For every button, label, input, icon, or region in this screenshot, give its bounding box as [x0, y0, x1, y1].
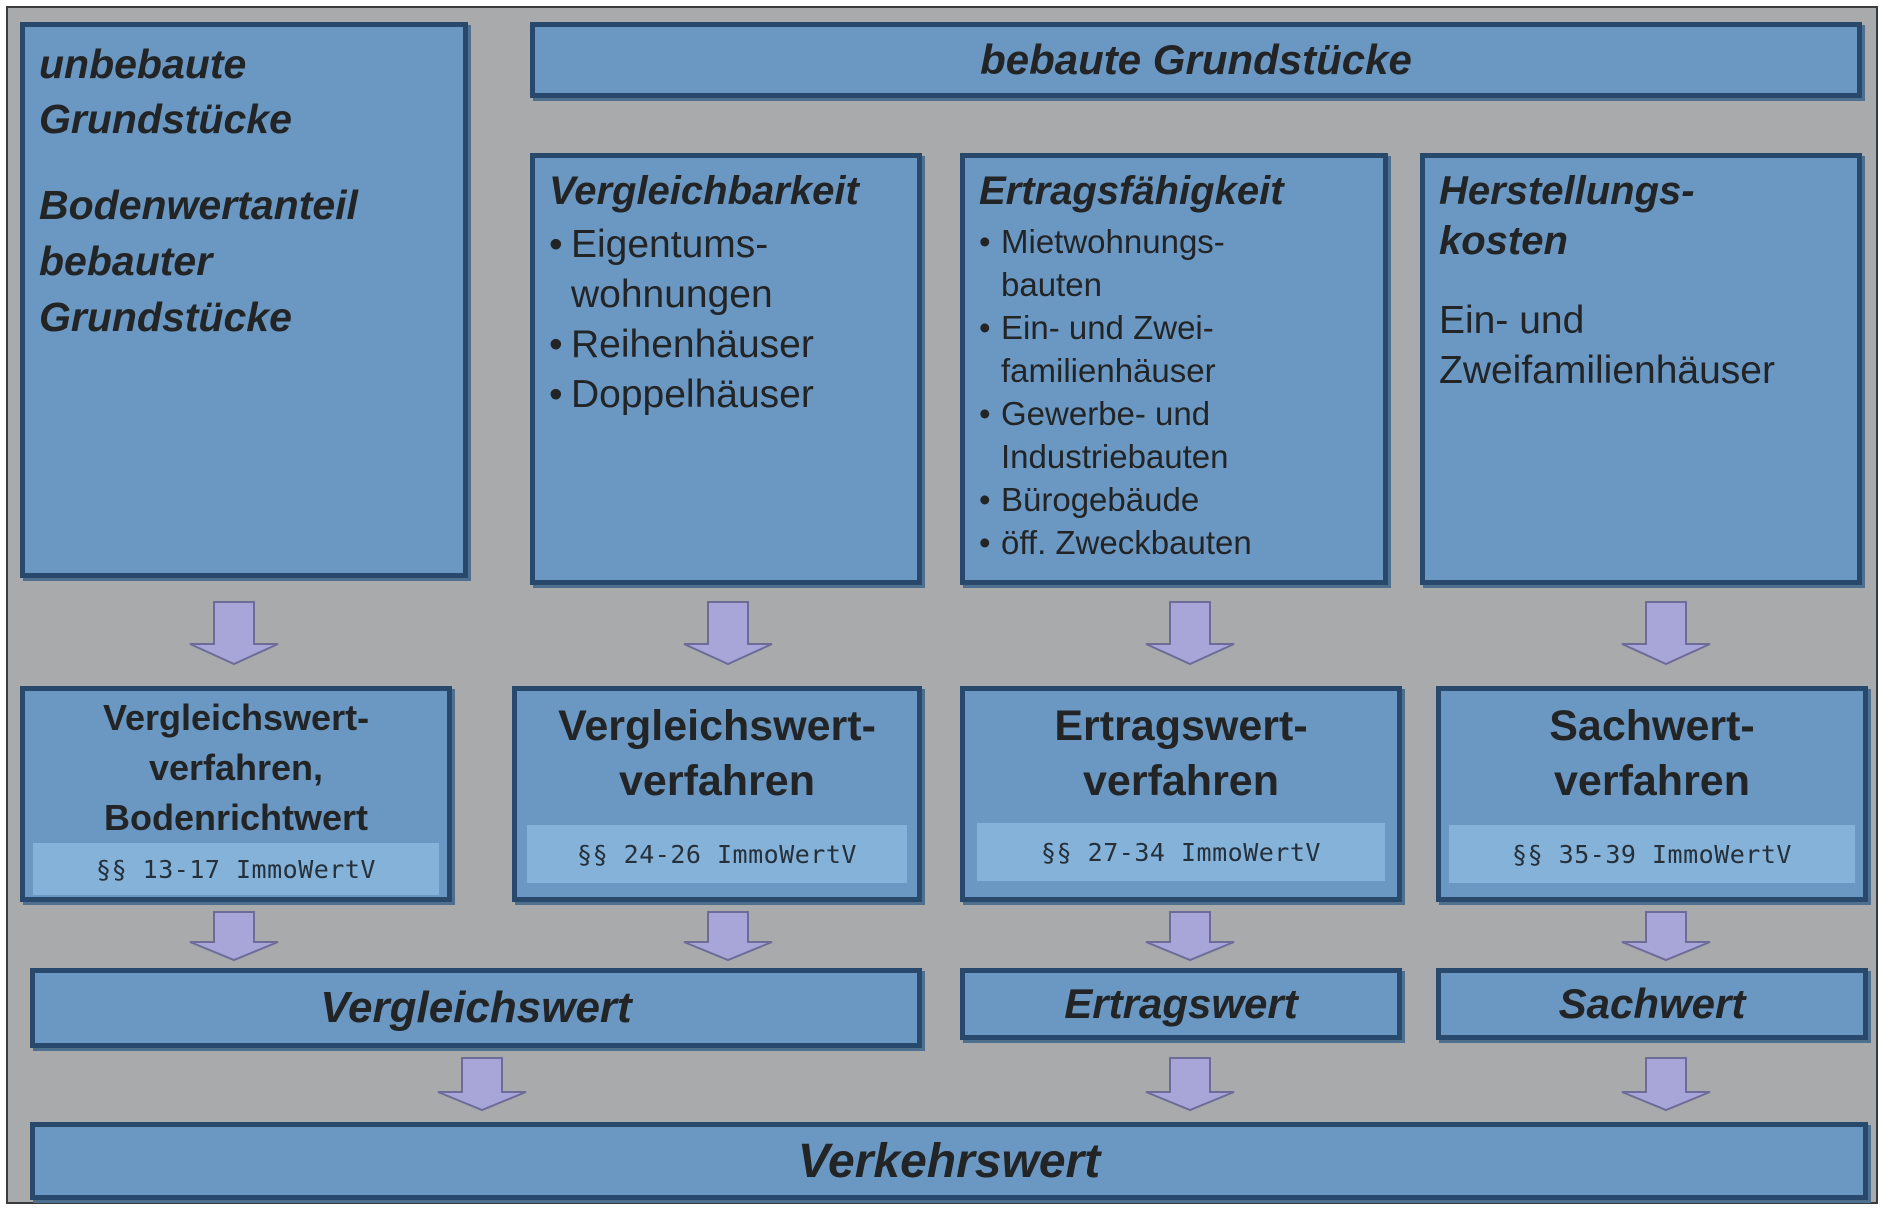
down-arrow-icon [683, 601, 773, 666]
method-paragraphs: §§ 35-39 ImmoWertV [1449, 825, 1855, 883]
method-paragraphs: §§ 13-17 ImmoWertV [33, 843, 439, 895]
method-box-vergleichswert: Vergleichswert-verfahren §§ 24-26 ImmoWe… [512, 686, 922, 902]
bebaute-grundstuecke-header: bebaute Grundstücke [530, 22, 1862, 98]
list-item: Reihenhäuser [549, 320, 911, 370]
criteria-body-herstellungskosten: Ein- und Zweifamilienhäuser [1439, 299, 1775, 392]
list-item: Gewerbe- und Industriebauten [979, 392, 1271, 478]
bodenwertanteil-text: Bodenwertanteil bebauter Grundstücke [39, 177, 459, 345]
result-label: Ertragswert [1064, 980, 1298, 1027]
list-item: Mietwohnungs-bauten [979, 220, 1271, 306]
list-item: Bürogebäude [979, 478, 1271, 521]
criteria-title-herstellungskosten: Herstellungs-kosten [1439, 169, 1695, 263]
result-bar-sachwert: Sachwert [1436, 968, 1868, 1040]
final-label: Verkehrswert [797, 1134, 1101, 1188]
down-arrow-icon [683, 911, 773, 962]
down-arrow-icon [1145, 1057, 1235, 1112]
final-bar-verkehrswert: Verkehrswert [30, 1122, 1868, 1200]
result-bar-ertragswert: Ertragswert [960, 968, 1402, 1040]
down-arrow-icon [1621, 1057, 1711, 1112]
down-arrow-icon [437, 1057, 527, 1112]
criteria-box-herstellungskosten: Herstellungs-kosten Ein- und Zweifamilie… [1420, 153, 1862, 585]
down-arrow-icon [189, 601, 279, 666]
down-arrow-icon [1145, 601, 1235, 666]
bodenwertanteil-label: Bodenwertanteil bebauter Grundstücke [39, 182, 358, 340]
method-box-ertragswert: Ertragswert-verfahren §§ 27-34 ImmoWertV [960, 686, 1402, 902]
method-paragraphs: §§ 27-34 ImmoWertV [977, 823, 1385, 881]
list-item: Eigentums-wohnungen [549, 220, 911, 320]
criteria-title-ertragsfaehigkeit: Ertragsfähigkeit [979, 169, 1284, 213]
criteria-box-ertragsfaehigkeit: Ertragsfähigkeit Mietwohnungs-bauten Ein… [960, 153, 1388, 585]
criteria-title-vergleichbarkeit: Vergleichbarkeit [549, 169, 859, 213]
list-item: öff. Zweckbauten [979, 521, 1271, 564]
method-title: Sachwert-verfahren [1549, 702, 1755, 805]
unbebaute-heading: unbebaute Grundstücke [39, 41, 292, 142]
down-arrow-icon [189, 911, 279, 962]
down-arrow-icon [1145, 911, 1235, 962]
method-title: Ertragswert-verfahren [1054, 702, 1308, 805]
method-paragraphs: §§ 24-26 ImmoWertV [527, 825, 907, 883]
criteria-list-vergleichbarkeit: Eigentums-wohnungen Reihenhäuser Doppelh… [549, 220, 911, 420]
result-label: Sachwert [1558, 980, 1746, 1027]
list-item: Ein- und Zwei-familienhäuser [979, 306, 1271, 392]
method-box-vergleichswert-boden: Vergleichswert-verfahren, Bodenrichtwert… [20, 686, 452, 902]
result-label: Vergleichswert [320, 983, 632, 1032]
bebaute-header-label: bebaute Grundstücke [980, 36, 1412, 83]
criteria-box-vergleichbarkeit: Vergleichbarkeit Eigentums-wohnungen Rei… [530, 153, 922, 585]
unbebaute-grundstuecke-box: unbebaute Grundstücke Bodenwertanteil be… [20, 22, 468, 578]
list-item: Doppelhäuser [549, 370, 911, 420]
diagram-canvas: unbebaute Grundstücke Bodenwertanteil be… [6, 6, 1878, 1204]
down-arrow-icon [1621, 601, 1711, 666]
down-arrow-icon [1621, 911, 1711, 962]
result-bar-vergleichswert: Vergleichswert [30, 968, 922, 1048]
method-box-sachwert: Sachwert-verfahren §§ 35-39 ImmoWertV [1436, 686, 1868, 902]
method-title: Vergleichswert-verfahren [558, 702, 876, 805]
criteria-list-ertragsfaehigkeit: Mietwohnungs-bauten Ein- und Zwei-famili… [979, 220, 1271, 564]
method-title: Vergleichswert-verfahren, Bodenrichtwert [102, 697, 370, 838]
